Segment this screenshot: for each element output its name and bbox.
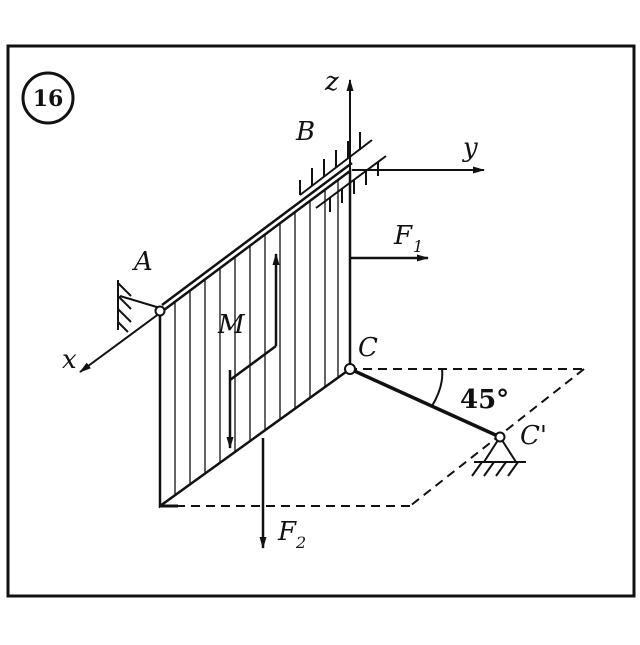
- figure-frame: [6, 44, 636, 598]
- force-f1-subscript: 1: [413, 237, 423, 256]
- force-f1: F 1: [350, 221, 429, 262]
- x-axis-label: x: [62, 345, 77, 375]
- support-a: [117, 280, 166, 333]
- angle-label: 45°: [460, 385, 509, 415]
- point-c-prime-label: C': [520, 421, 547, 451]
- rod-cc-prime: [344, 363, 501, 439]
- point-c-label: C: [358, 333, 378, 363]
- problem-number-badge: 16: [21, 71, 75, 125]
- point-a-label: A: [132, 247, 153, 277]
- support-b: [299, 132, 387, 212]
- plate: [158, 161, 353, 509]
- plate-hatching: [174, 180, 339, 495]
- y-axis-label: y: [462, 133, 478, 163]
- z-axis: z: [324, 67, 354, 300]
- force-f2: F 2: [259, 438, 306, 552]
- moment-m: [226, 253, 280, 449]
- point-b-label: B: [295, 117, 315, 147]
- force-f2-label: F: [277, 517, 297, 547]
- z-axis-label: z: [324, 67, 339, 97]
- y-axis: y: [352, 133, 485, 174]
- force-f1-label: F: [393, 221, 413, 251]
- support-c-prime: [471, 431, 526, 477]
- force-f2-subscript: 2: [295, 533, 306, 552]
- angle-arc: 45°: [431, 368, 509, 415]
- moment-label: M: [217, 310, 246, 340]
- problem-number-text: 16: [33, 86, 64, 112]
- x-axis: x: [62, 312, 161, 375]
